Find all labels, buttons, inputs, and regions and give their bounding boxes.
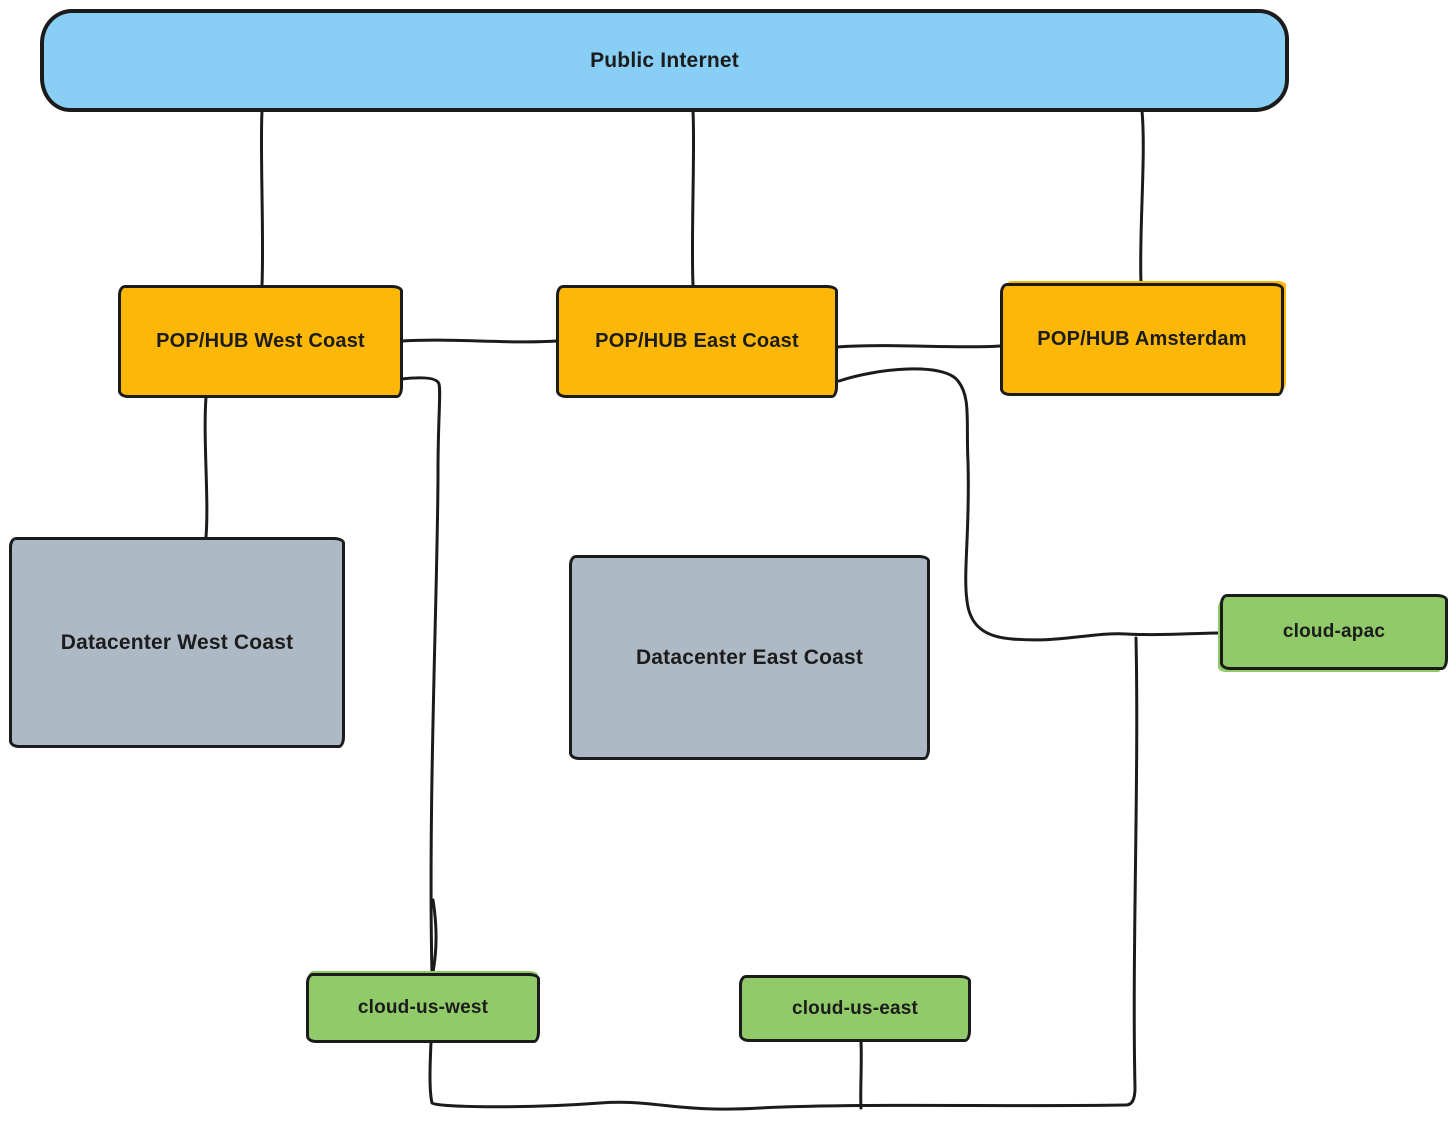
edge-pop-east-cloud-apac <box>837 367 1221 642</box>
edge-internet-pop-amsterdam <box>1139 109 1145 285</box>
node-public-internet: Public Internet <box>40 9 1289 112</box>
node-label-cloud-apac: cloud-apac <box>1282 621 1386 642</box>
node-label-cloud-us-east: cloud-us-east <box>791 997 919 1019</box>
node-label-cloud-us-west: cloud-us-west <box>357 997 489 1018</box>
node-pop-hub-west-coast: POP/HUB West Coast <box>118 285 403 398</box>
node-label-pop-hub-east-coast: POP/HUB East Coast <box>595 330 799 352</box>
node-cloud-apac: cloud-apac <box>1220 594 1448 670</box>
edge-pop-east-pop-amsterdam <box>835 344 1003 349</box>
edge-pop-west-pop-east <box>400 338 559 344</box>
edge-cloud-us-east-bus <box>859 1040 863 1110</box>
node-cloud-us-west: cloud-us-west <box>306 973 540 1043</box>
edge-overdraw-stroke <box>431 898 438 974</box>
edge-pop-west-cloud-us-west <box>400 376 442 976</box>
edge-internet-pop-west <box>259 109 265 287</box>
node-label-pop-hub-west-coast: POP/HUB West Coast <box>156 330 365 352</box>
node-label-datacenter-west-coast: Datacenter West Coast <box>60 630 294 654</box>
node-pop-hub-east-coast: POP/HUB East Coast <box>556 285 838 398</box>
node-pop-hub-amsterdam: POP/HUB Amsterdam <box>1000 283 1284 396</box>
edge-pop-west-dc-west <box>203 395 209 539</box>
node-label-pop-hub-amsterdam: POP/HUB Amsterdam <box>1037 328 1247 350</box>
node-label-datacenter-east-coast: Datacenter East Coast <box>635 645 864 669</box>
edge-bottom-bus-and-riser <box>428 636 1139 1111</box>
node-datacenter-west-coast: Datacenter West Coast <box>9 537 345 748</box>
node-label-public-internet: Public Internet <box>590 48 739 72</box>
node-cloud-us-east: cloud-us-east <box>739 975 971 1042</box>
edge-internet-pop-east <box>690 109 696 287</box>
node-datacenter-east-coast: Datacenter East Coast <box>569 555 930 760</box>
